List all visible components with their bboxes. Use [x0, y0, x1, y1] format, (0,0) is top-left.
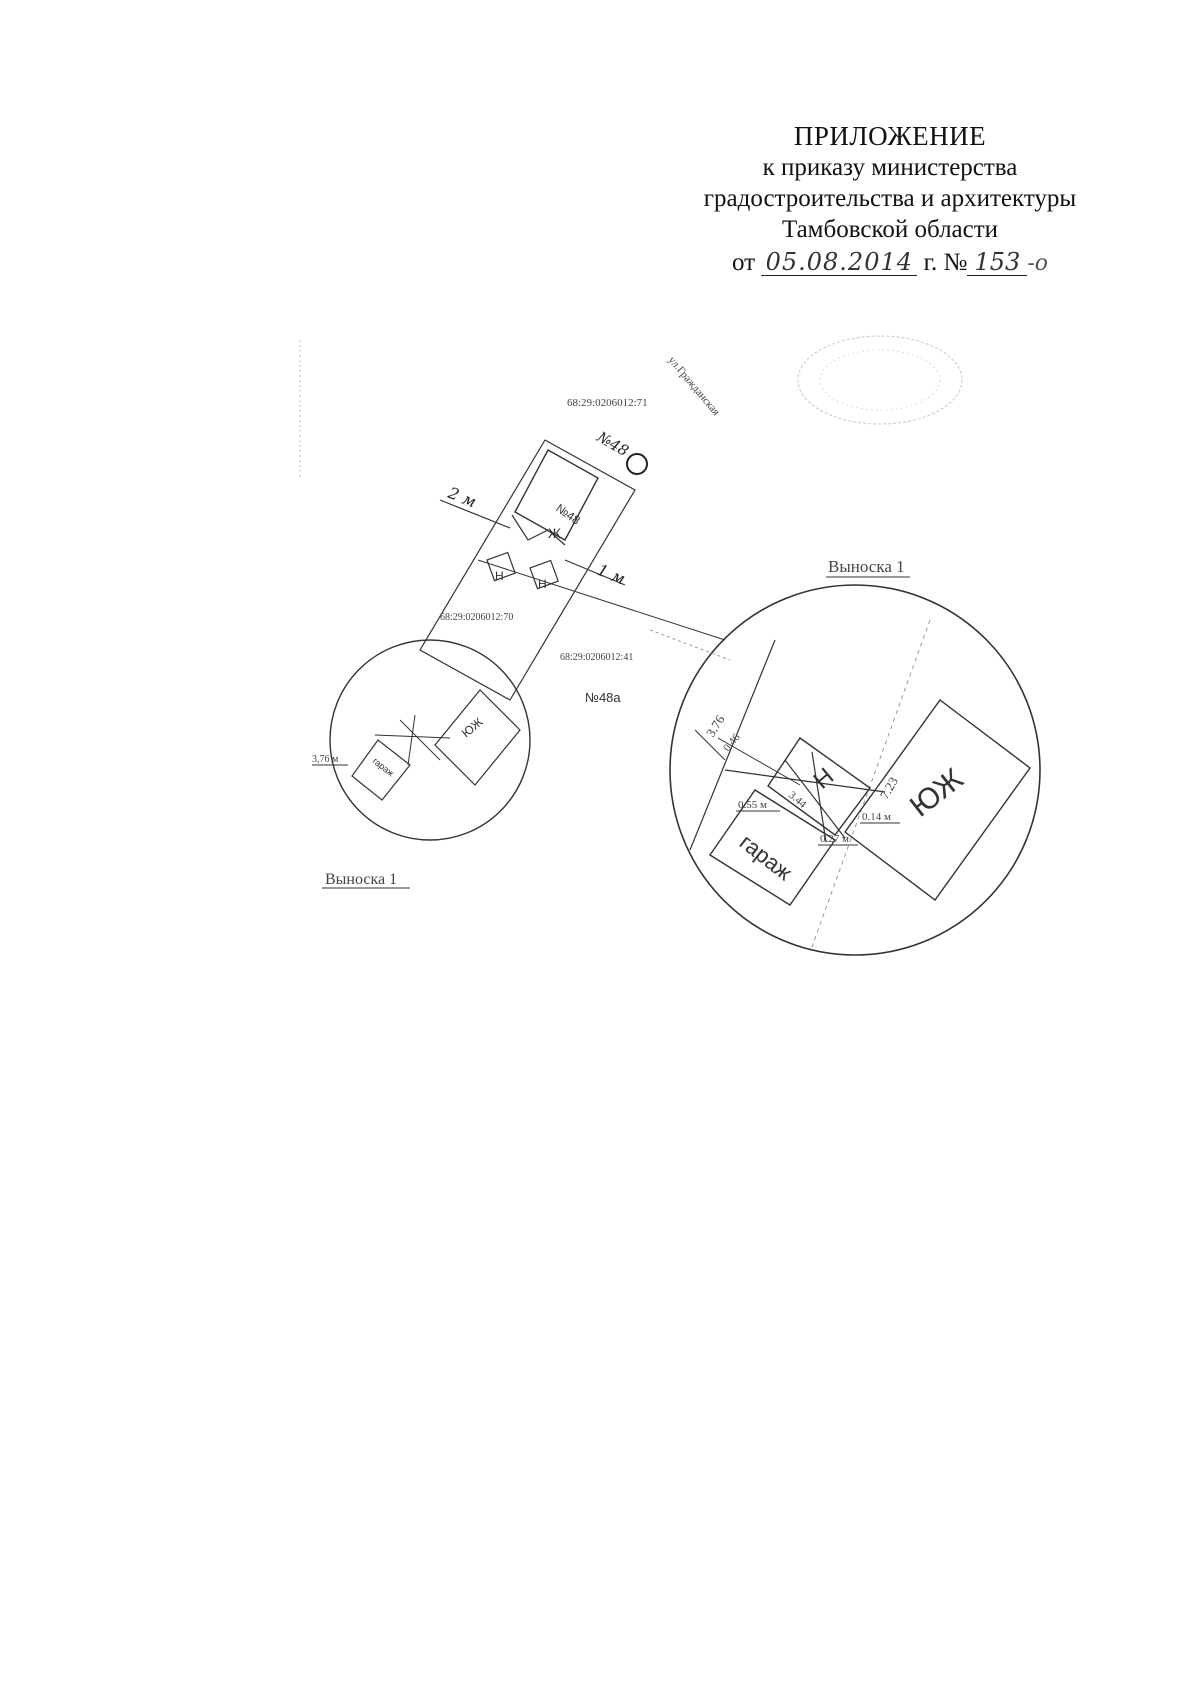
callout-dim-line [717, 737, 801, 786]
house-48-stepped-outline [511, 514, 566, 546]
dim-2m-label: 2 м [445, 483, 479, 512]
parcel-boundary [419, 439, 636, 701]
small-dim-label: 3,76 м [312, 754, 339, 765]
callout-dim-344: 3.44 [786, 789, 809, 811]
callout-dim-723: 7.23 [877, 774, 901, 801]
small-garage-label: гараж [371, 756, 396, 779]
callout-dim-376: 3.76 [703, 712, 728, 740]
callout-cross-2 [784, 759, 846, 839]
dim-1m-line [564, 559, 626, 586]
appendix-title: ПРИЛОЖЕНИЕ [793, 121, 987, 151]
small-cross-2 [407, 714, 416, 766]
outbuilding-h-label-1: Н [495, 569, 504, 583]
order-header: ПРИЛОЖЕНИЕ к приказу министерства градос… [650, 120, 1130, 279]
house-48-outline [514, 449, 599, 541]
callout-connector [649, 629, 731, 661]
callout-dim-014: 0.14 м [862, 811, 891, 823]
callout-h-label: Н [809, 763, 840, 795]
lot-48a-label: №48а [585, 690, 621, 705]
callout-title: Выноска 1 [828, 557, 905, 576]
callout-jk-label: ЮЖ [904, 762, 970, 823]
callout-cross-1 [724, 769, 886, 793]
callout-far-line [694, 729, 726, 761]
small-callout-title: Выноска 1 [325, 871, 397, 888]
parcel-divider [477, 559, 726, 641]
house-48-letter: Ж [548, 525, 561, 541]
small-callout-circle [329, 639, 531, 841]
callout-h-outline [767, 737, 871, 836]
outbuilding-h-box-1 [486, 551, 516, 582]
faint-stamp [797, 335, 963, 425]
plan-main: №48 Ж №48 2 м 1 м Н Н 68:29:0206012:70 6… [312, 427, 726, 889]
callout-cross-3 [811, 751, 827, 843]
callout-dim-027: 0.27 м [820, 833, 849, 845]
header-line-1: к приказу министерства [762, 154, 1018, 181]
small-cross-1 [399, 719, 441, 761]
small-jk-outline [434, 689, 521, 786]
handwritten-house-number: №48 [593, 427, 632, 460]
parcel-mid-label: 68:29:0206012:70 [440, 612, 513, 623]
callout-garage-outline [709, 789, 836, 906]
house-48-label: №48 [553, 501, 583, 528]
parcel-top-label: 68:29:0206012:71 [567, 397, 648, 409]
from-label: от [731, 249, 756, 276]
handwritten-circle-mark [626, 453, 648, 475]
small-garage-outline [351, 739, 411, 801]
outbuilding-h-label-2: Н [538, 577, 547, 591]
callout-boundary-line [689, 639, 776, 851]
callout-jk-outline [844, 699, 1031, 901]
callout-circle [669, 584, 1041, 956]
parcel-main-label: 68:29:0206012:41 [560, 652, 633, 663]
year-suffix: г. [923, 249, 938, 276]
small-cross-3 [374, 734, 451, 739]
dim-2m-line [439, 499, 511, 529]
number-label: № [943, 249, 968, 276]
header-line-3: Тамбовской области [781, 216, 999, 243]
callout-detail: Выноска 1 ЮЖ Н гараж 3.76 0.46 0.55 м [669, 557, 1041, 956]
header-line-2: градостроительства и архитектуры [703, 185, 1077, 212]
handwritten-number: 153 [967, 249, 1028, 276]
small-jk-label: ЮЖ [459, 715, 486, 740]
outbuilding-h-box-2 [529, 559, 559, 590]
handwritten-date: 05.08.2014 [761, 249, 918, 276]
number-suffix: -о [1027, 251, 1049, 276]
callout-dim-055: 0.55 м [738, 799, 767, 811]
street-label: ул.Гражданская [666, 354, 722, 418]
